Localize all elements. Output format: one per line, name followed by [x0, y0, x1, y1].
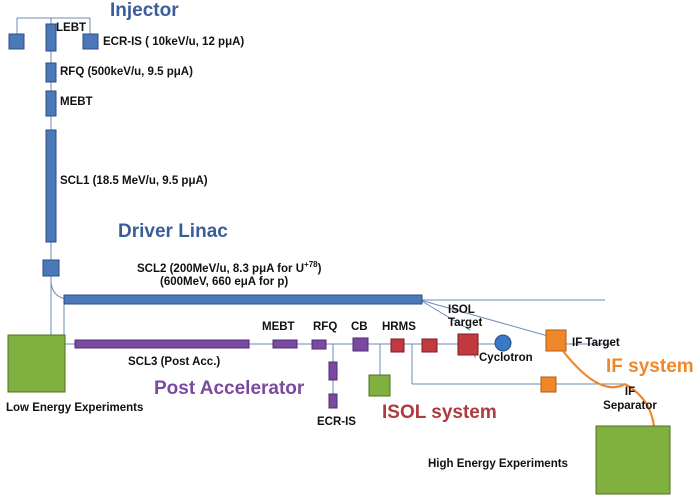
- mebt-post-label: MEBT: [262, 321, 295, 333]
- rfq-post-block: [311, 339, 327, 350]
- cb-label: CB: [351, 321, 368, 333]
- driver-linac-title: Driver Linac: [118, 221, 228, 242]
- if-system-title: IF system: [606, 356, 694, 377]
- lebt-label: LEBT: [56, 22, 87, 34]
- if-separator-label: IF Separator: [603, 386, 657, 412]
- scl2-block: [63, 294, 423, 305]
- isol-system-title: ISOL system: [382, 402, 497, 423]
- hrms-block-1: [390, 338, 405, 353]
- scl3-label: SCL3 (Post Acc.): [128, 356, 221, 368]
- low-energy-experiments-block: [7, 334, 66, 393]
- ecr-is-post-stem-upper: [328, 361, 338, 381]
- cyclotron-label: Cyclotron: [479, 352, 533, 364]
- if-separator-block: [540, 376, 557, 393]
- if-target-block: [545, 329, 567, 352]
- post-accelerator-title: Post Accelerator: [154, 378, 305, 399]
- ecr-is-injector-label: ECR-IS ( 10keV/u, 12 pμA): [103, 36, 245, 48]
- lebt-block: [45, 23, 57, 52]
- isol-target-label: ISOL Target: [448, 304, 483, 329]
- scl1-label: SCL1 (18.5 MeV/u, 9.5 pμA): [60, 175, 208, 187]
- driver-linac-block: [42, 259, 60, 277]
- ecr-is-post-label: ECR-IS: [317, 416, 356, 428]
- scl1-block: [45, 129, 57, 243]
- scl3-block: [74, 339, 250, 349]
- low-energy-experiments-label: Low Energy Experiments: [6, 402, 144, 414]
- mebt-post-block: [272, 339, 298, 349]
- cb-block: [352, 337, 369, 352]
- injector-left-block: [8, 33, 25, 50]
- high-energy-experiments-label: High Energy Experiments: [428, 458, 568, 470]
- if-connector-to-high-energy: [624, 383, 656, 427]
- ecr-is-post-block: [328, 393, 338, 409]
- mebt-injector-block: [45, 90, 57, 117]
- cyclotron-icon: [494, 334, 512, 352]
- isol-target-block: [457, 333, 479, 356]
- scl2-label-line2: (600MeV, 660 eμA for p): [160, 276, 289, 288]
- if-connector-curve: [562, 350, 626, 389]
- scl2-label: SCL2 (200MeV/u, 8.3 pμA for U+78): [137, 260, 322, 275]
- rfq-post-label: RFQ: [313, 321, 338, 333]
- mebt-injector-label: MEBT: [60, 96, 93, 108]
- rfq-injector-label: RFQ (500keV/u, 9.5 pμA): [60, 66, 193, 78]
- ecr-is-injector-block: [82, 33, 99, 50]
- high-energy-experiments-block: [595, 425, 671, 495]
- hrms-block-2: [421, 338, 438, 353]
- rfq-injector-block: [45, 62, 57, 83]
- hrms-label: HRMS: [382, 321, 416, 333]
- isol-green-block: [368, 374, 391, 397]
- injector-title: Injector: [110, 0, 179, 21]
- if-target-label: IF Target: [572, 337, 620, 349]
